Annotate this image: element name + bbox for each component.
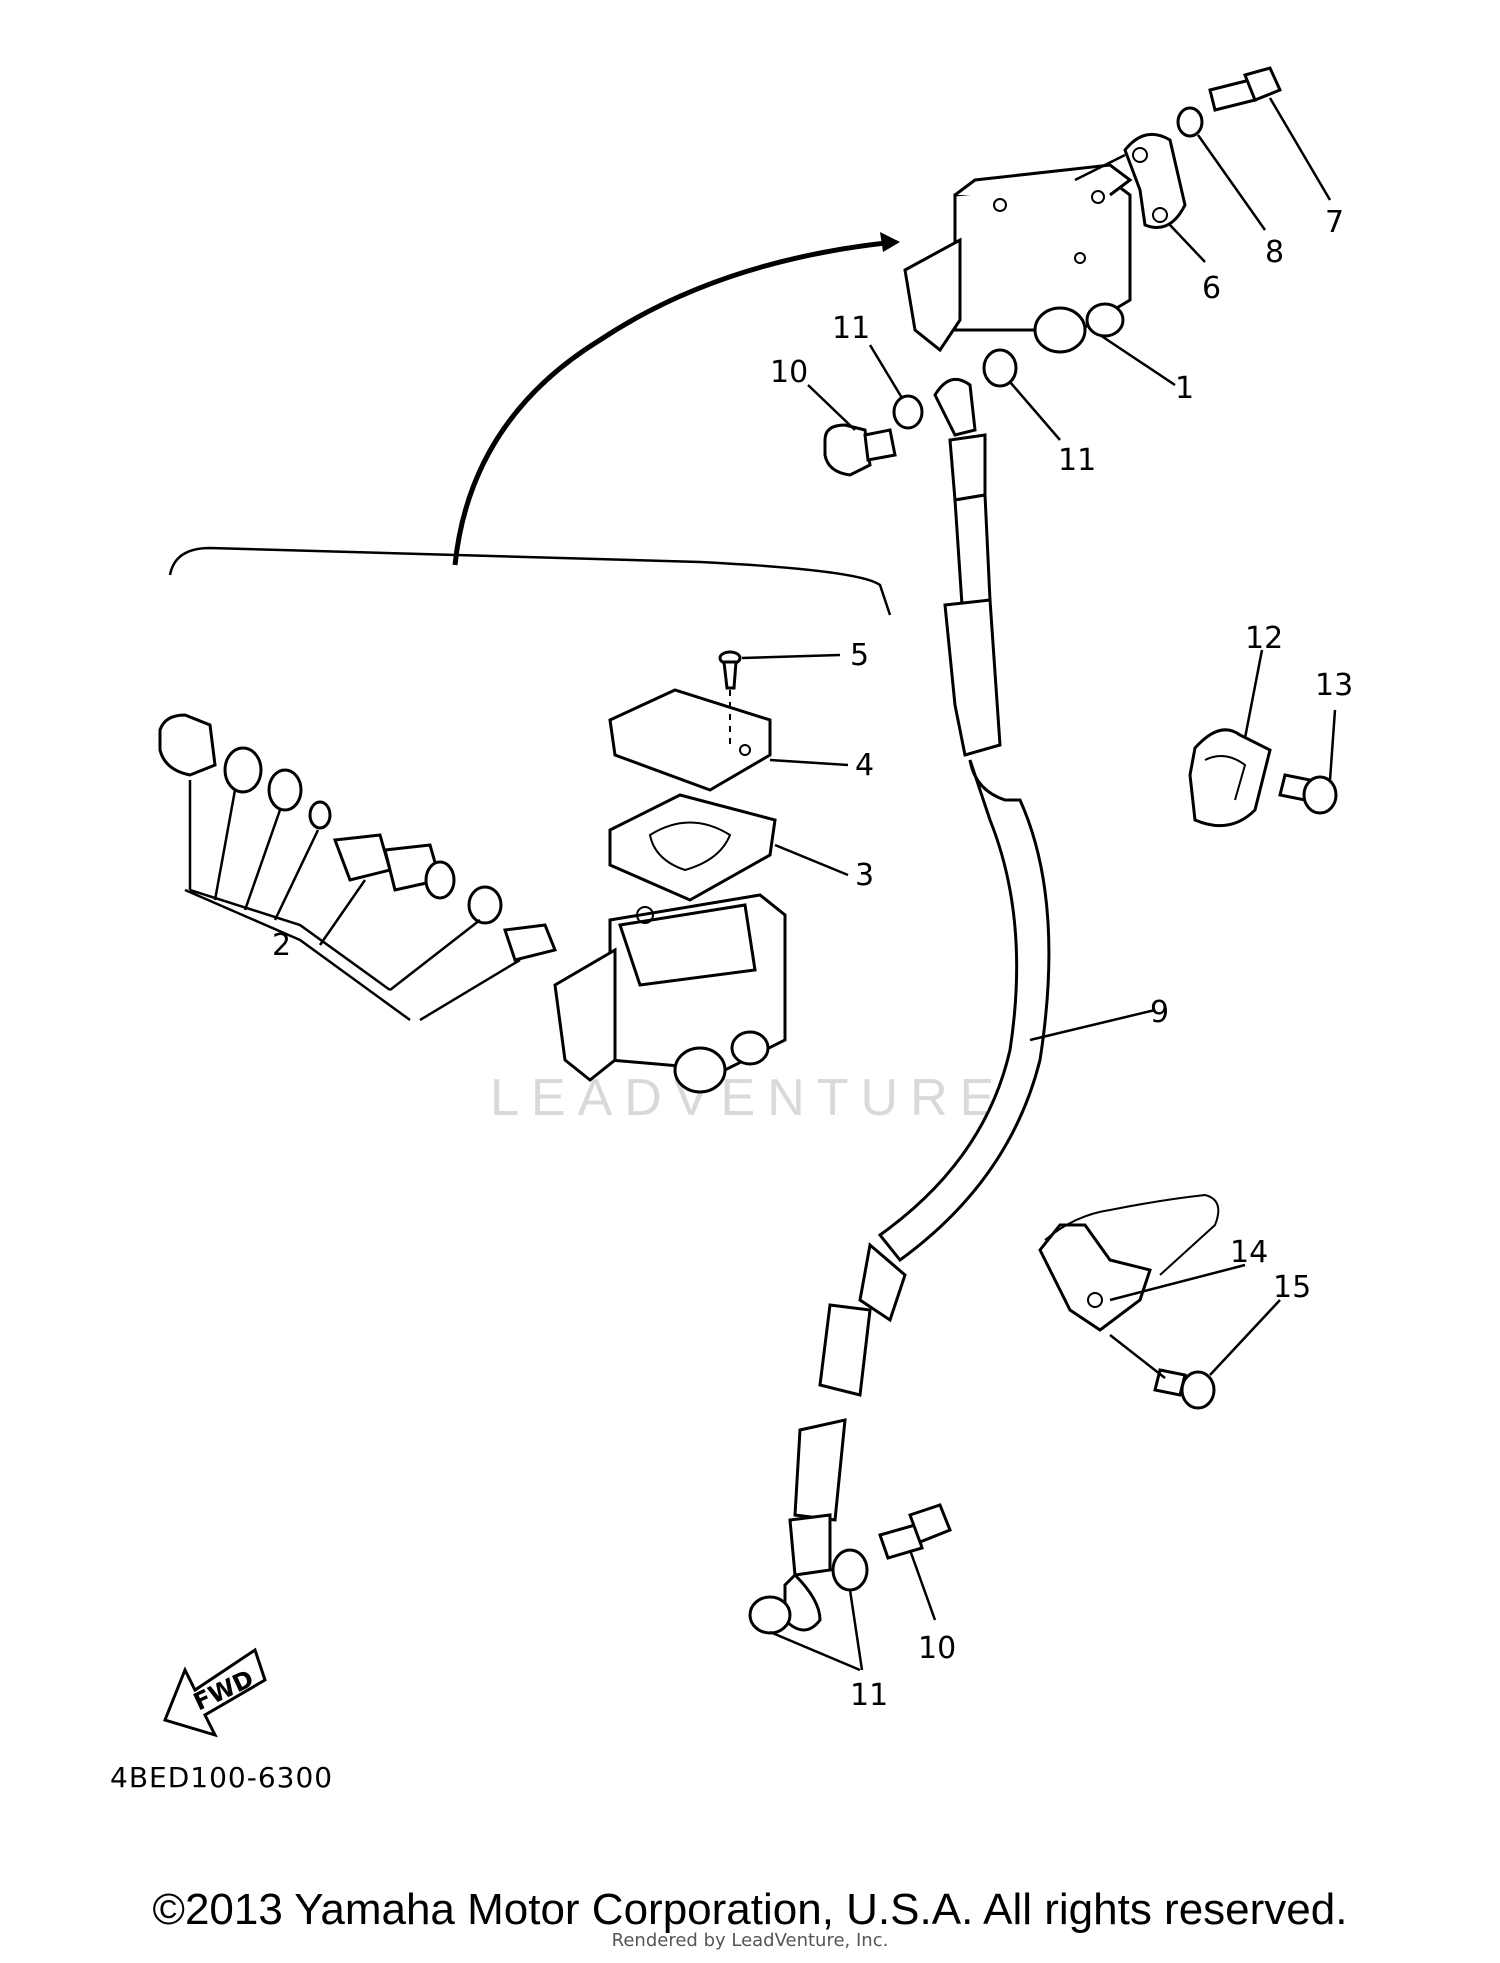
- leader-9: [1029, 1008, 1156, 1042]
- callout-11-top-left: 11: [832, 311, 870, 346]
- callout-11-bottom: 11: [850, 1678, 888, 1713]
- callouts: 1 2 3 4 5 6 7 8 9 10 10 11 11 11 11 12 1…: [272, 205, 1353, 1713]
- leader-10-top: [807, 384, 856, 431]
- callout-12: 12: [1245, 621, 1283, 656]
- holder-line: [1074, 153, 1126, 182]
- union-bolt-top: [823, 423, 897, 477]
- master-cylinder-kit: [158, 713, 558, 962]
- drawing-code: 4BED100-6300: [110, 1761, 333, 1794]
- watermark: LEADVENTURE: [490, 1069, 1006, 1127]
- callout-8: 8: [1265, 235, 1284, 270]
- callout-9: 9: [1150, 995, 1169, 1030]
- leader-11-d: [848, 1589, 864, 1671]
- leader-14: [1109, 1263, 1246, 1302]
- callout-1: 1: [1175, 371, 1194, 406]
- callout-4: 4: [855, 748, 874, 783]
- leader-6: [1169, 224, 1206, 263]
- brake-hose: [783, 377, 1051, 1632]
- callout-11-top-right: 11: [1058, 443, 1096, 478]
- master-cylinder-holder: [1123, 132, 1187, 229]
- master-cylinder-assembled: [903, 163, 1133, 354]
- callout-7: 7: [1325, 205, 1344, 240]
- leader-1: [1099, 333, 1176, 387]
- leader-11-b: [1009, 381, 1061, 441]
- diaphragm: [608, 793, 777, 902]
- washer-11-bottom-right: [831, 1548, 869, 1592]
- callout-15: 15: [1273, 1270, 1311, 1305]
- rendered-by-notice: Rendered by LeadVenture, Inc.: [611, 1930, 889, 1951]
- callout-2: 2: [272, 928, 291, 963]
- leader-4: [769, 758, 849, 767]
- leader-8: [1196, 134, 1267, 231]
- callout-3: 3: [855, 858, 874, 893]
- leader-13: [1328, 709, 1337, 781]
- arrow-head: [880, 232, 900, 252]
- washer-8: [1176, 106, 1204, 138]
- leader-15: [1209, 1299, 1281, 1376]
- exploded-view-bracket: [168, 546, 892, 616]
- leader-10-bottom: [908, 1549, 937, 1621]
- leader-5: [741, 653, 841, 660]
- reservoir-cap: [608, 688, 772, 792]
- hose-clamp: [1188, 728, 1272, 828]
- leader-3: [774, 843, 849, 877]
- bolt-15-guide: [1109, 1334, 1166, 1379]
- bolt-15: [1153, 1368, 1216, 1410]
- leader-7: [1268, 97, 1332, 201]
- leader-2: [184, 780, 521, 1022]
- cap-screw: [718, 650, 742, 690]
- callout-14: 14: [1230, 1235, 1268, 1270]
- leader-11-a: [868, 344, 904, 399]
- washer-11-bottom-left: [748, 1595, 792, 1635]
- leader-12: [1243, 649, 1264, 739]
- washer-11-top-left: [892, 394, 924, 430]
- callout-13: 13: [1315, 668, 1353, 703]
- hose-guide-bracket: [1038, 1193, 1220, 1332]
- union-bolt-bottom: [878, 1503, 952, 1560]
- bolt-13: [1278, 773, 1338, 815]
- leader-11-c: [769, 1630, 861, 1672]
- callout-5: 5: [850, 638, 869, 673]
- exploded-view-arrow: [452, 239, 896, 566]
- callout-6: 6: [1202, 271, 1221, 306]
- forward-arrow: FWD: [162, 1647, 267, 1738]
- callout-10-top: 10: [770, 355, 808, 390]
- copyright-notice: ©2013 Yamaha Motor Corporation, U.S.A. A…: [152, 1885, 1348, 1934]
- callout-10-bottom: 10: [918, 1631, 956, 1666]
- washer-11-top-right: [982, 348, 1018, 388]
- bolt-7: [1208, 66, 1283, 112]
- master-cylinder-body: [553, 893, 787, 1094]
